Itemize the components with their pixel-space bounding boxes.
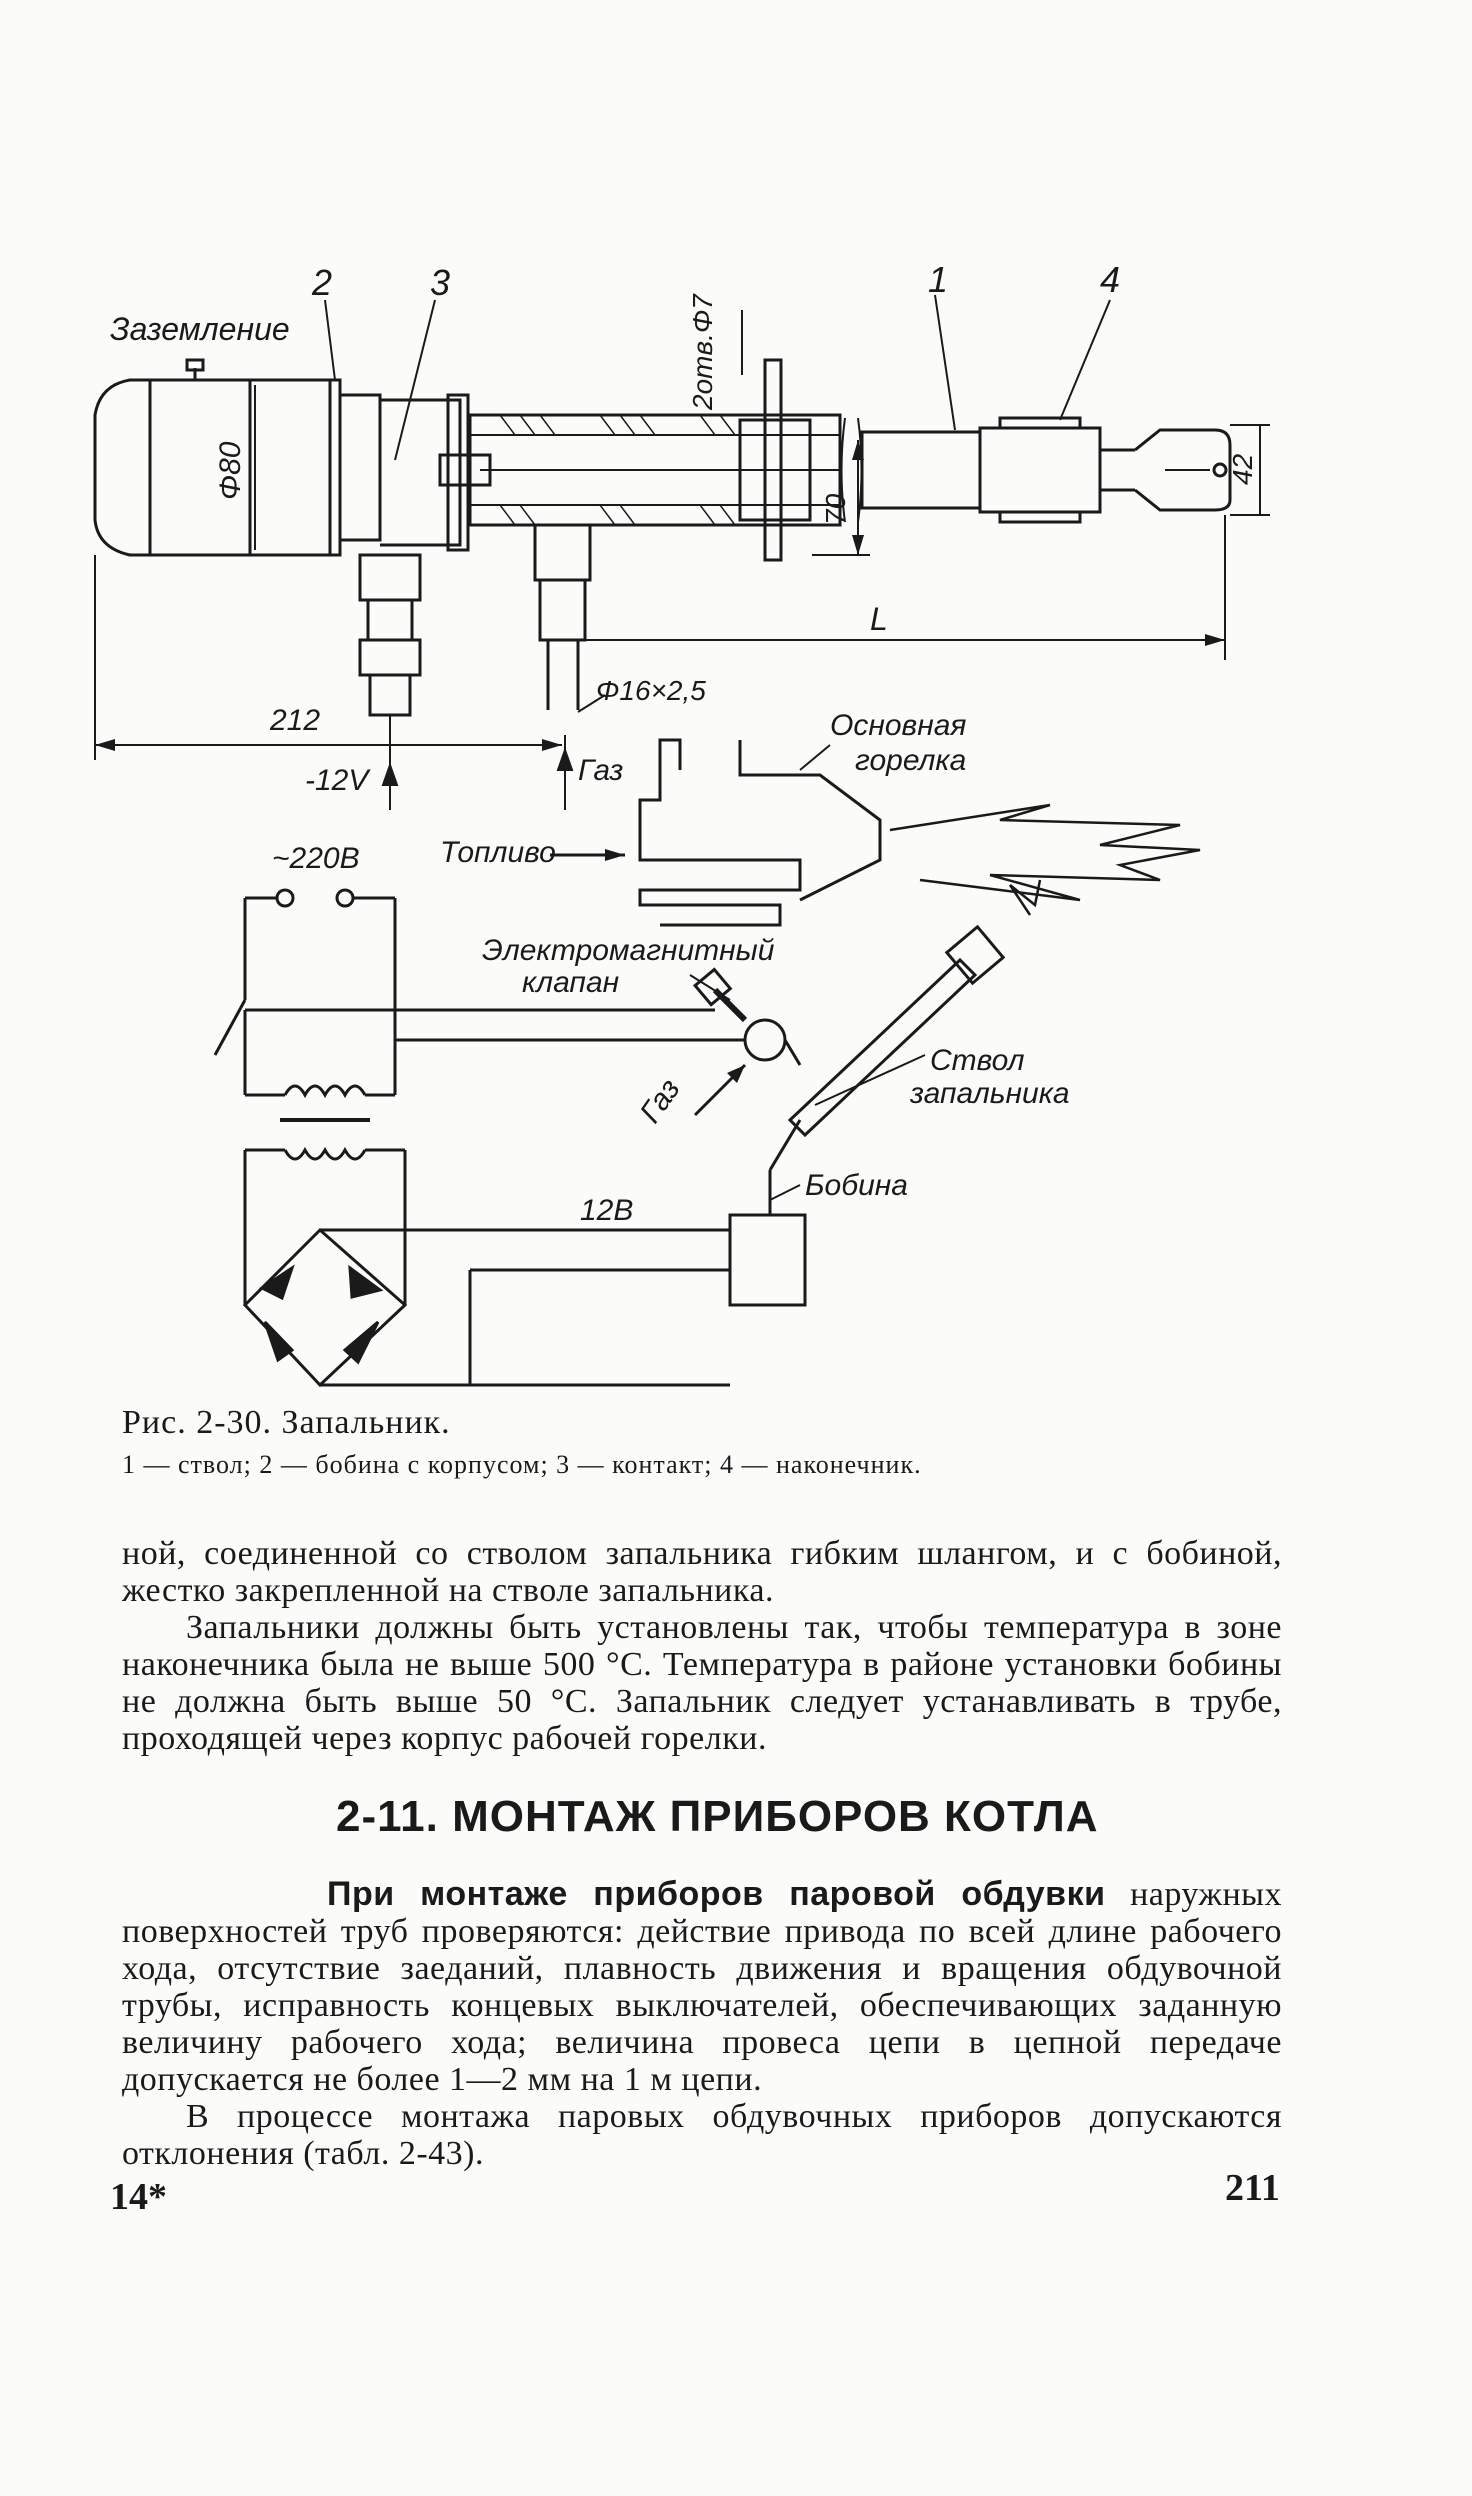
label-dia-80: Φ80 bbox=[214, 441, 247, 500]
label-mains: ~220В bbox=[272, 842, 360, 875]
label-12v: 12В bbox=[580, 1194, 633, 1227]
section-heading: 2-11. МОНТАЖ ПРИБОРОВ КОТЛА bbox=[336, 1792, 1099, 1841]
label-coil: Бобина bbox=[805, 1169, 908, 1202]
label-gas-inlet: Газ bbox=[634, 1073, 687, 1129]
label-solenoid-1: Электромагнитный bbox=[482, 934, 775, 967]
figure-caption-title: Рис. 2-30. Запальник. bbox=[122, 1404, 451, 1441]
label-dim-70: 70 bbox=[820, 493, 851, 525]
paragraph-steam-blowers: При монтаже приборов паровой обдувки нар… bbox=[122, 1875, 1282, 2099]
igniter-assembly-drawing: Заземление 2 3 1 4 Φ80 2отв.Φ7 70 42 L Φ… bbox=[93, 259, 1270, 810]
igniter-figure: Заземление 2 3 1 4 Φ80 2отв.Φ7 70 42 L Φ… bbox=[93, 259, 1270, 1388]
callout-3: 3 bbox=[430, 262, 450, 303]
label-main-burner-2: горелка bbox=[855, 744, 966, 777]
label-igniter-barrel-2: запальника bbox=[909, 1077, 1070, 1110]
paragraph-body: наружных поверхностей труб проверяются: … bbox=[122, 1876, 1282, 2098]
label-ground: Заземление bbox=[110, 311, 290, 347]
label-pipe: Φ16×2,5 bbox=[596, 675, 706, 706]
page-number: 211 bbox=[1225, 2167, 1280, 2209]
label-dim-42: 42 bbox=[1227, 453, 1258, 485]
igniter-wiring-schematic: Основная горелка Топливо ~220В Электрома… bbox=[213, 709, 1201, 1388]
label-dim-212: 212 bbox=[269, 704, 320, 737]
label-fuel: Топливо bbox=[440, 836, 556, 869]
paragraph-deviations: В процессе монтажа паровых обдувочных пр… bbox=[122, 2098, 1282, 2172]
paragraph-continuation: ной, соединенной со стволом запальника г… bbox=[122, 1535, 1282, 1609]
paragraph-lead-in: При монтаже приборов паровой обдувки bbox=[327, 1875, 1106, 1913]
label-main-burner-1: Основная bbox=[830, 709, 966, 742]
label-solenoid-2: клапан bbox=[522, 966, 619, 999]
callout-4: 4 bbox=[1100, 259, 1120, 300]
figure-caption-legend: 1 — ствол; 2 — бобина с корпусом; 3 — ко… bbox=[122, 1450, 922, 1479]
callout-2: 2 bbox=[311, 262, 332, 303]
callout-1: 1 bbox=[928, 259, 948, 300]
label-holes: 2отв.Φ7 bbox=[687, 293, 718, 411]
label-gas-arrow: Газ bbox=[578, 754, 623, 787]
label-minus-12v: -12V bbox=[305, 764, 371, 797]
paragraph-igniter-installation: Запальники должны быть установлены так, … bbox=[122, 1609, 1282, 1757]
printer-signature: 14* bbox=[110, 2176, 167, 2218]
label-igniter-barrel-1: Ствол bbox=[930, 1044, 1025, 1077]
label-dim-L: L bbox=[870, 601, 888, 637]
